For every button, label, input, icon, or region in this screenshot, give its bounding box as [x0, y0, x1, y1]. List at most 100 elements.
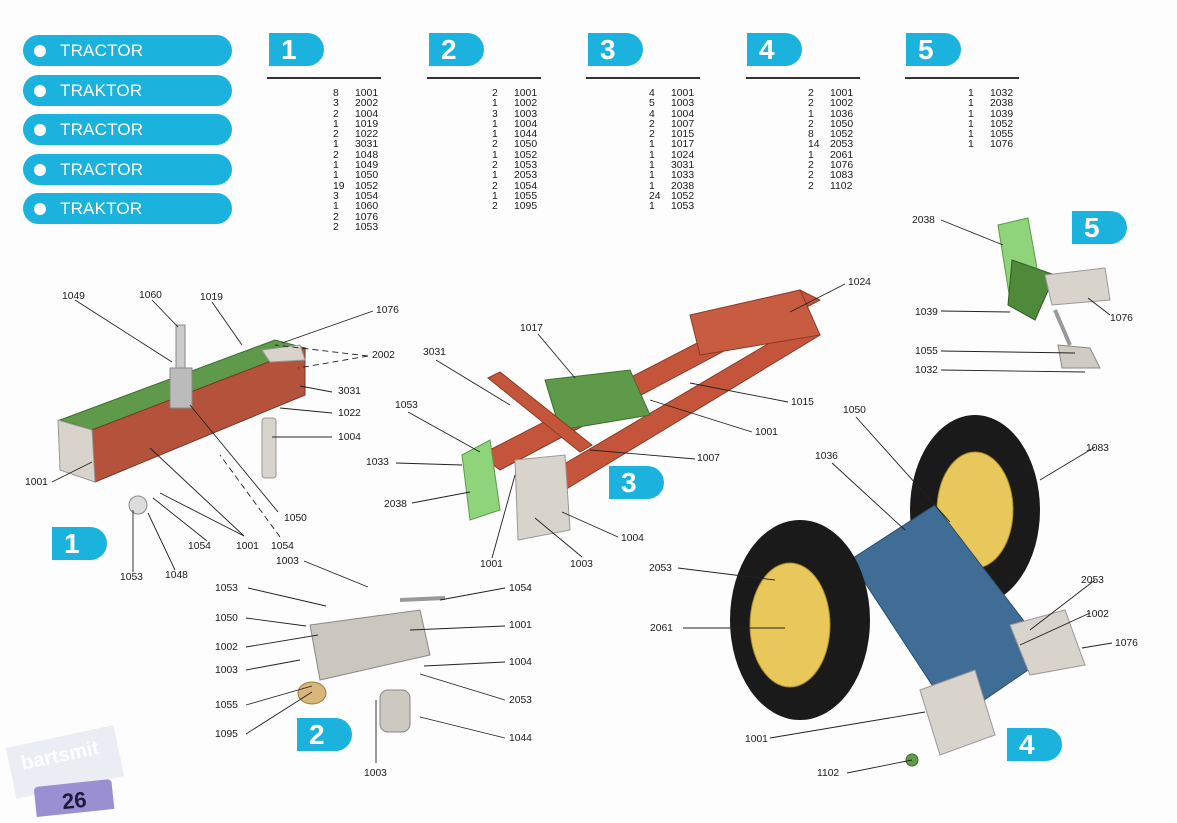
- part-quantity: 1: [649, 160, 655, 172]
- part-number: 1055: [990, 129, 1014, 141]
- callout: 1036: [815, 451, 838, 462]
- part-quantity: 1: [492, 129, 498, 141]
- title-text: TRACTOR: [60, 40, 144, 60]
- part-number: 1004: [355, 108, 379, 120]
- part-number: 1001: [830, 88, 854, 99]
- part-quantity: 2: [808, 180, 814, 192]
- parts-list-row: 1 3031: [649, 160, 705, 172]
- part-quantity: 1: [492, 149, 498, 161]
- part-quantity: 2: [649, 118, 655, 130]
- part-quantity: 1: [492, 98, 498, 110]
- parts-list-row: 2 1022: [333, 129, 389, 141]
- callout: 1004: [509, 657, 532, 668]
- part-number: 1076: [990, 139, 1014, 151]
- part-number: 2038: [990, 98, 1014, 110]
- callout: 1039: [915, 307, 938, 318]
- part-quantity: 19: [333, 180, 345, 192]
- callout: 1022: [338, 408, 361, 419]
- part-quantity: 1: [808, 108, 814, 120]
- callout: 1050: [215, 613, 238, 624]
- model-1-illustration: [57, 324, 307, 515]
- step-3-rule: [586, 77, 700, 79]
- part-quantity: 2: [808, 98, 814, 110]
- part-number: 1004: [514, 118, 538, 130]
- callout: 1017: [520, 323, 543, 334]
- part-number: 2053: [830, 139, 854, 151]
- callout: 1003: [215, 665, 238, 676]
- title-pill-fr: TRACTOR: [23, 114, 232, 145]
- part-number: 1054: [355, 190, 379, 202]
- title-pill-de: TRAKTOR: [23, 75, 232, 106]
- part-number: 1015: [671, 129, 695, 141]
- part-quantity: 2: [333, 129, 339, 141]
- callout: 1049: [62, 291, 85, 302]
- model-4-illustration: [730, 415, 1086, 767]
- part-number: 1060: [355, 201, 379, 213]
- callout: 1015: [791, 397, 814, 408]
- part-number: 2038: [671, 180, 695, 192]
- part-number: 3031: [671, 160, 695, 172]
- callout: 1001: [236, 541, 259, 552]
- part-quantity: 2: [808, 160, 814, 172]
- part-quantity: 4: [649, 108, 655, 120]
- callout: 1076: [1110, 313, 1133, 324]
- callout: 1055: [215, 700, 238, 711]
- part-quantity: 2: [333, 149, 339, 161]
- part-number: 1001: [671, 88, 695, 99]
- step-4-badge: 4: [747, 33, 802, 66]
- callout: 2053: [649, 563, 672, 574]
- callout: 2038: [384, 499, 407, 510]
- callout: 1004: [621, 533, 644, 544]
- callout: 1032: [915, 365, 938, 376]
- part-quantity: 1: [333, 160, 339, 172]
- bullet-icon: [34, 123, 46, 136]
- part-number: 1053: [355, 221, 379, 233]
- part-number: 1036: [830, 108, 854, 120]
- part-number: 1052: [990, 118, 1014, 130]
- title-text: TRAKTOR: [60, 80, 143, 100]
- part-quantity: 1: [649, 149, 655, 161]
- part-number: 1050: [514, 139, 538, 151]
- part-number: 1017: [671, 139, 695, 151]
- title-pill-sv: TRAKTOR: [23, 193, 232, 224]
- callout: 1002: [215, 642, 238, 653]
- part-number: 1032: [990, 88, 1014, 99]
- part-quantity: 2: [808, 88, 814, 99]
- part-quantity: 1: [649, 170, 655, 182]
- callout: 1083: [1086, 443, 1109, 454]
- part-quantity: 2: [492, 139, 498, 151]
- callout: 1001: [25, 477, 48, 488]
- part-quantity: 1: [333, 139, 339, 151]
- step-1-badge: 1: [269, 33, 324, 66]
- part-number: 2061: [830, 149, 854, 161]
- part-number: 3031: [355, 139, 379, 151]
- diagram-1-badge: 1: [52, 527, 107, 560]
- part-number: 1022: [355, 129, 379, 141]
- callout: 1055: [915, 346, 938, 357]
- bullet-icon: [34, 44, 46, 57]
- parts-list-row: 1 1036: [808, 108, 864, 120]
- part-number: 1052: [671, 190, 695, 202]
